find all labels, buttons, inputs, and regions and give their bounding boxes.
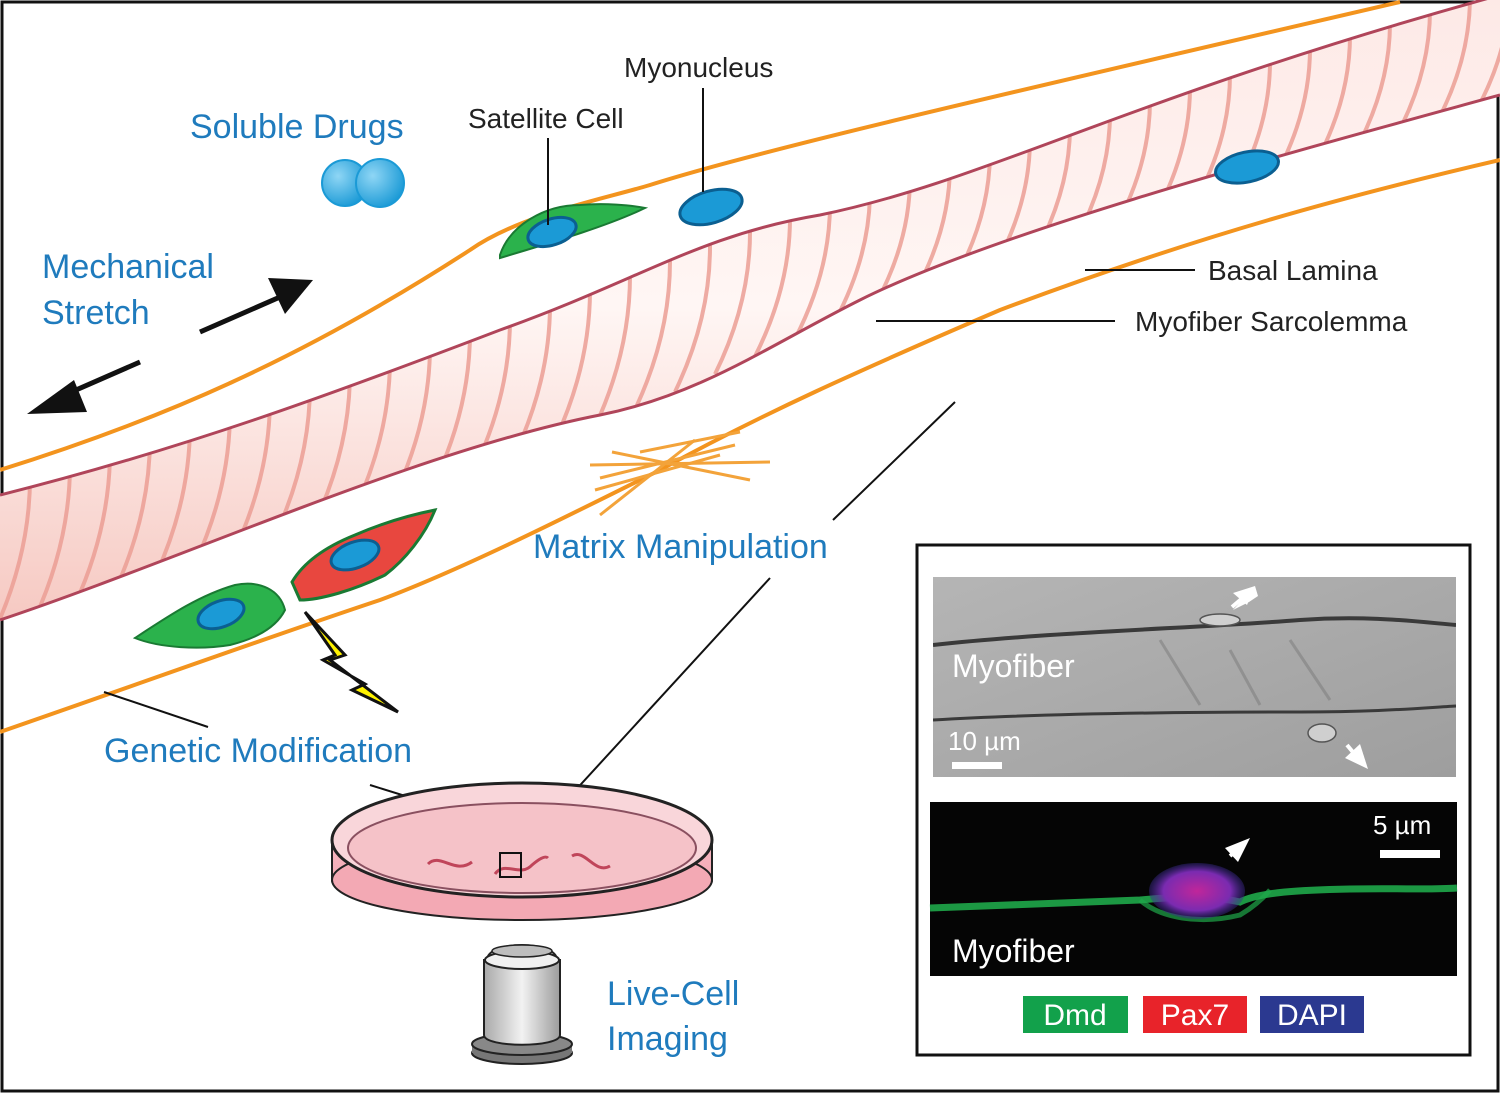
myonucleus-2 — [1214, 149, 1280, 185]
legend-dapi-swatch — [1260, 996, 1364, 1033]
petri-dish — [330, 781, 714, 921]
dic-image-panel: Myofiber 10 µm — [933, 577, 1456, 777]
top-scale-bar — [952, 762, 1002, 769]
microscope-objective-icon — [471, 944, 573, 1065]
live-cell-label-1: Live-Cell — [607, 975, 739, 1013]
matrix-fibres — [589, 430, 771, 517]
satellite-cell-label: Satellite Cell — [468, 103, 624, 134]
satellite-nucleus-red — [329, 538, 381, 572]
channel-legend: Dmd Pax7 DAPI — [1023, 996, 1364, 1033]
lightning-icon — [303, 610, 399, 714]
myonucleus-label: Myonucleus — [624, 52, 773, 83]
legend-pax7-swatch — [1143, 996, 1247, 1033]
satellite-cell-top — [499, 203, 649, 260]
bottom-panel-label: Myofiber — [952, 933, 1075, 969]
legend-dapi-label: DAPI — [1277, 999, 1347, 1032]
mechanical-stretch-label-2: Stretch — [42, 294, 150, 332]
top-scale-label: 10 µm — [948, 726, 1021, 756]
sarcolemma-top — [0, 0, 1488, 497]
myofiber-sarcolemma-label: Myofiber Sarcolemma — [1135, 306, 1408, 337]
myonucleus-1 — [678, 187, 744, 227]
stretch-arrows-icon — [27, 278, 313, 414]
fluorescence-image-panel: 5 µm Myofiber — [929, 802, 1458, 976]
satellite-nucleus-green — [196, 597, 246, 631]
microscopy-inset: Myofiber 10 µm 5 µm Myofiber Dmd Pax7 DA… — [915, 543, 1472, 1057]
matrix-manipulation-label: Matrix Manipulation — [533, 528, 828, 566]
satellite-cells-bottom — [132, 507, 438, 649]
legend-dmd-swatch — [1023, 996, 1128, 1033]
bottom-scale-label: 5 µm — [1373, 810, 1431, 840]
basal-lamina — [0, 0, 1500, 734]
imaging-region-box — [499, 852, 522, 878]
drug-molecule-icon — [321, 158, 405, 208]
basal-lamina-label: Basal Lamina — [1208, 255, 1378, 286]
live-cell-label-2: Imaging — [607, 1020, 728, 1058]
bottom-scale-bar — [1380, 850, 1440, 858]
genetic-modification-label: Genetic Modification — [104, 732, 412, 770]
mechanical-stretch-label-1: Mechanical — [42, 248, 214, 286]
legend-pax7-label: Pax7 — [1161, 999, 1229, 1032]
sarcolemma-bottom — [0, 93, 1500, 622]
legend-dmd-label: Dmd — [1043, 999, 1106, 1032]
soluble-drugs-label: Soluble Drugs — [190, 108, 404, 146]
top-panel-label: Myofiber — [952, 648, 1075, 684]
